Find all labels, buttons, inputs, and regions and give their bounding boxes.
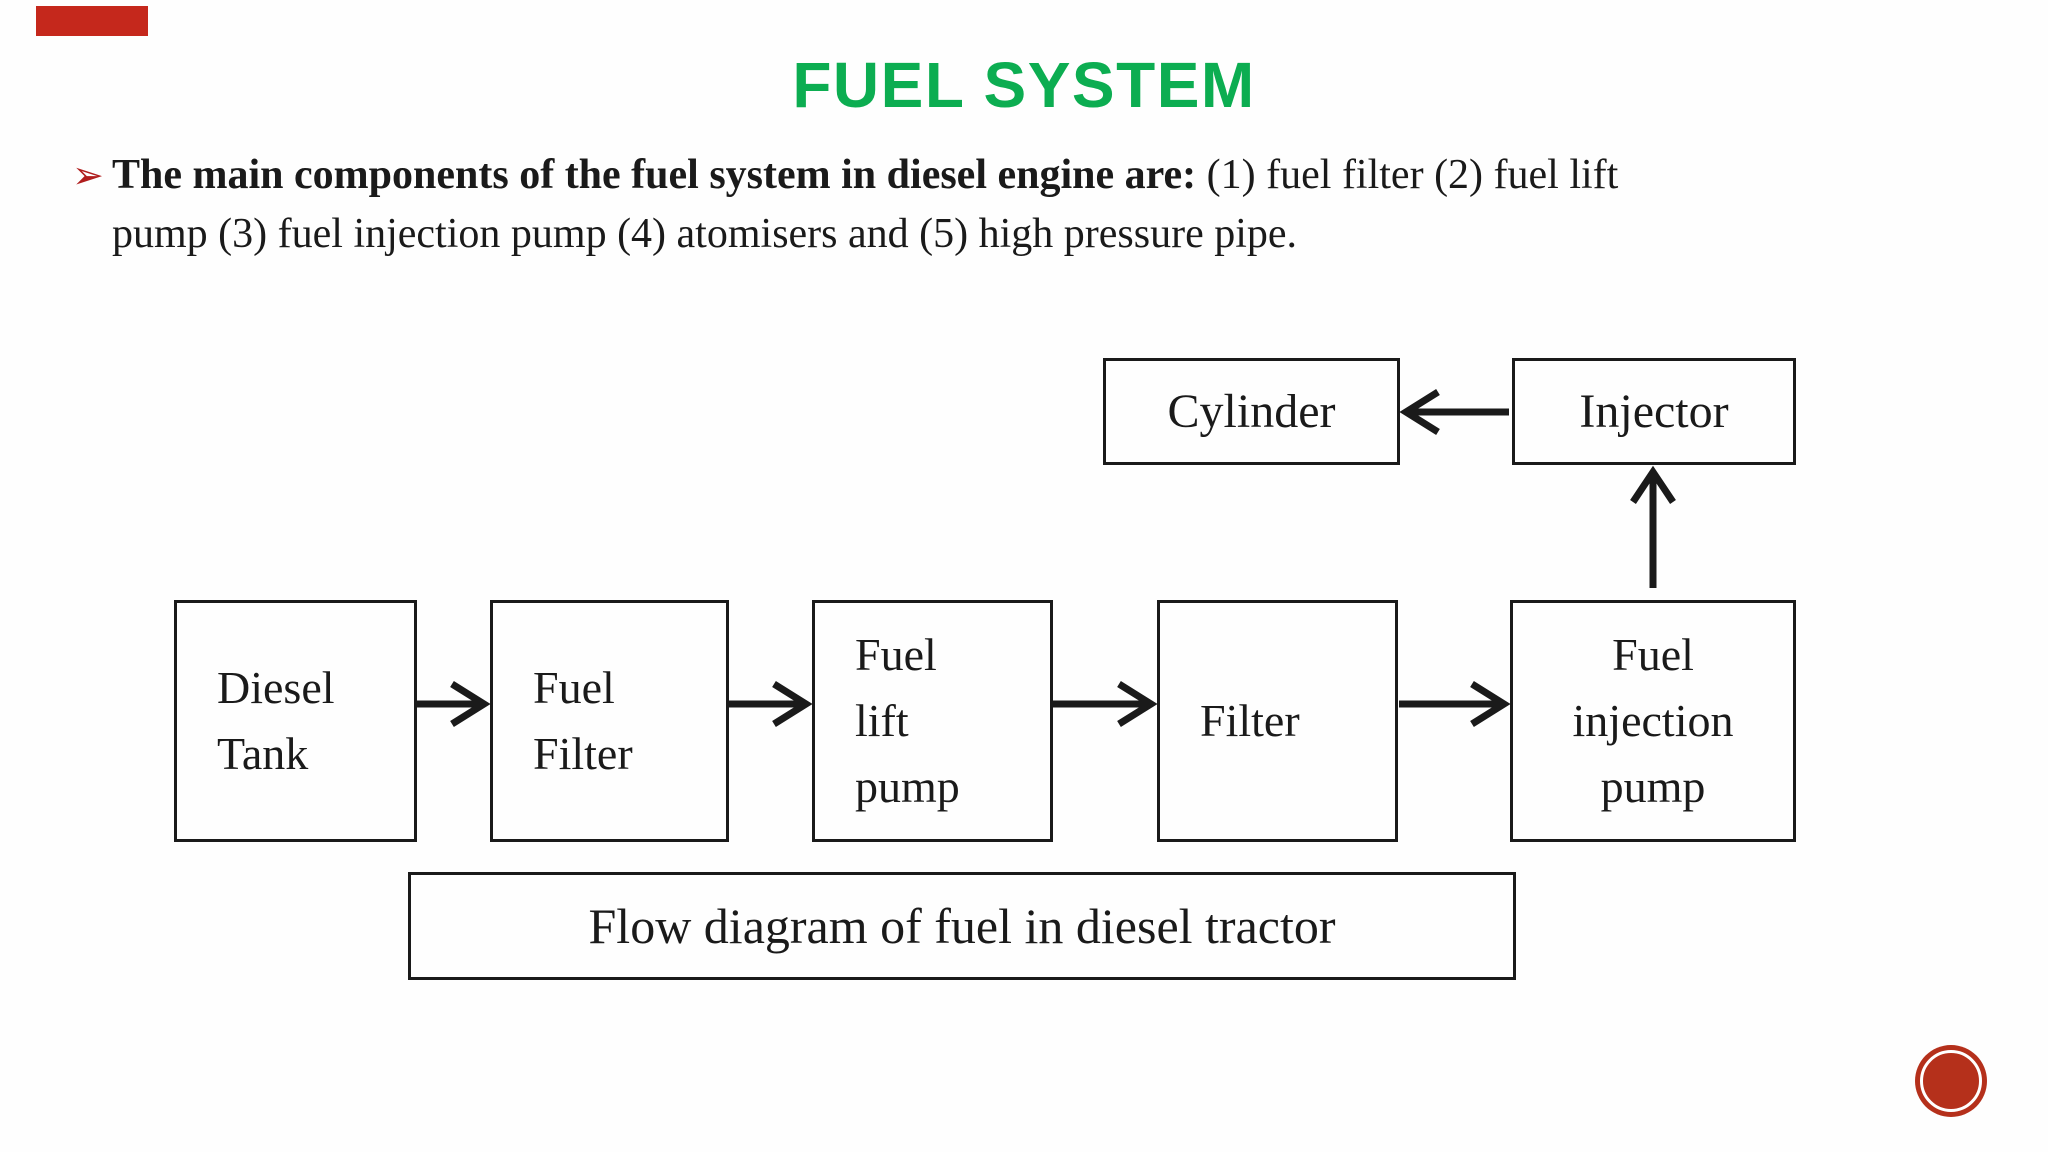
- box-fuel-injection-pump: Fuel injection pump: [1510, 600, 1796, 842]
- box-label-line: Filter: [1200, 695, 1300, 746]
- box-injector: Injector: [1512, 358, 1796, 465]
- corner-circle-ring: [1920, 1050, 1982, 1112]
- paragraph-line-2: pump (3) fuel injection pump (4) atomise…: [112, 211, 1298, 257]
- box-label-line: Filter: [533, 728, 633, 779]
- bullet-paragraph-text: The main components of the fuel system i…: [112, 146, 1982, 264]
- arrow-diesel-tank-to-fuel-filter: [417, 681, 491, 727]
- box-fuel-lift-pump: Fuel lift pump: [812, 600, 1053, 842]
- corner-accent-bar: [36, 6, 148, 36]
- paragraph-regular-text: (1) fuel filter (2) fuel lift: [1196, 152, 1619, 198]
- diagram-caption-box: Flow diagram of fuel in diesel tractor: [408, 872, 1516, 980]
- arrow-bullet-icon: ➢: [72, 155, 104, 197]
- arrow-fuel-injection-pump-to-injector: [1630, 465, 1676, 588]
- paragraph-bold-text: The main components of the fuel system i…: [112, 152, 1197, 198]
- box-label-line: Cylinder: [1167, 384, 1336, 438]
- arrow-fuel-filter-to-fuel-lift-pump: [729, 681, 813, 727]
- slide-title: FUEL SYSTEM: [792, 49, 1256, 121]
- box-diesel-tank: Diesel Tank: [174, 600, 417, 842]
- arrow-fuel-lift-pump-to-filter: [1053, 681, 1158, 727]
- box-label-line: injection: [1572, 695, 1734, 746]
- paragraph-line-1: The main components of the fuel system i…: [112, 146, 1982, 205]
- box-label-line: pump: [855, 761, 960, 812]
- box-label-line: Fuel: [1612, 629, 1694, 680]
- arrow-filter-to-fuel-injection-pump: [1399, 681, 1511, 727]
- corner-circle-decoration: [1915, 1045, 1987, 1117]
- box-label-line: pump: [1600, 761, 1706, 812]
- box-label-line: Injector: [1579, 384, 1729, 438]
- box-label-line: Fuel: [855, 629, 937, 680]
- box-label-line: Diesel: [217, 662, 335, 713]
- box-label-line: Fuel: [533, 662, 615, 713]
- arrow-injector-to-cylinder: [1399, 389, 1509, 435]
- box-cylinder: Cylinder: [1103, 358, 1400, 465]
- box-filter: Filter: [1157, 600, 1398, 842]
- box-fuel-filter: Fuel Filter: [490, 600, 729, 842]
- diagram-caption-text: Flow diagram of fuel in diesel tractor: [588, 898, 1336, 954]
- box-label-line: lift: [855, 695, 909, 746]
- box-label-line: Tank: [217, 728, 309, 779]
- bullet-paragraph: ➢ The main components of the fuel system…: [72, 146, 1982, 264]
